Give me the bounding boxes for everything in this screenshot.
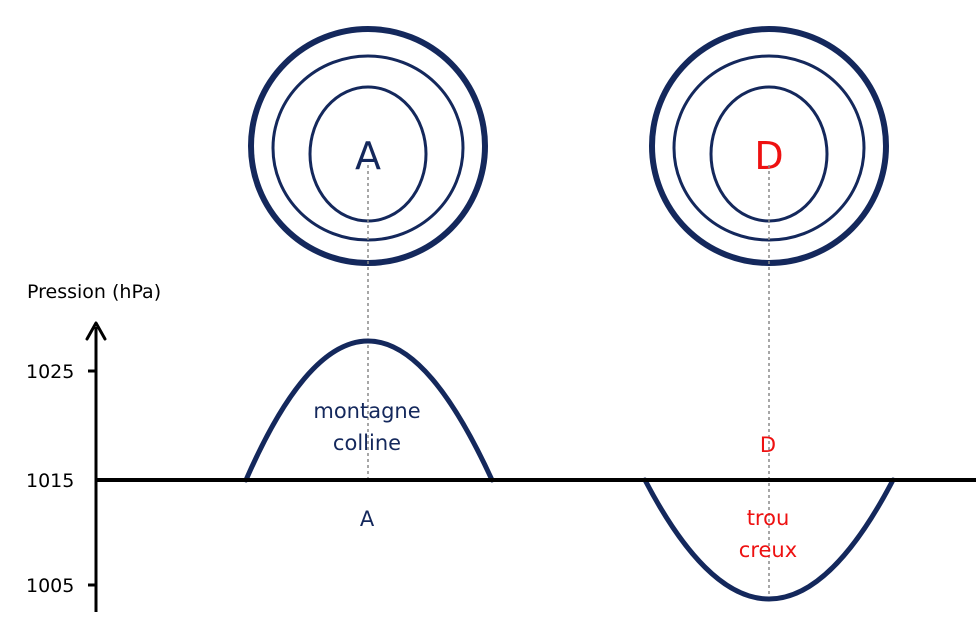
pressure-axis — [85, 321, 107, 612]
depression-curve-label-2: creux — [739, 538, 797, 562]
anticyclone-base-label: A — [360, 507, 375, 531]
depression-symbol: D — [754, 134, 783, 178]
tick-label-1025: 1025 — [26, 361, 74, 383]
depression-trough-curve — [642, 477, 896, 602]
anticyclone-curve-label-1: montagne — [313, 399, 420, 423]
anticyclone-curve-label-2: colline — [333, 431, 401, 455]
anticyclone-symbol: A — [355, 134, 381, 178]
tick-label-1005: 1005 — [26, 575, 74, 597]
pressure-axis-title: Pression (hPa) — [27, 281, 161, 303]
pressure-axis-arrow-icon — [85, 321, 107, 341]
depression-curve-label-top: D — [760, 433, 776, 457]
depression-curve-label-1: trou — [747, 506, 790, 530]
anticyclone-hill-curve — [243, 338, 495, 483]
tick-label-1015: 1015 — [26, 470, 74, 492]
